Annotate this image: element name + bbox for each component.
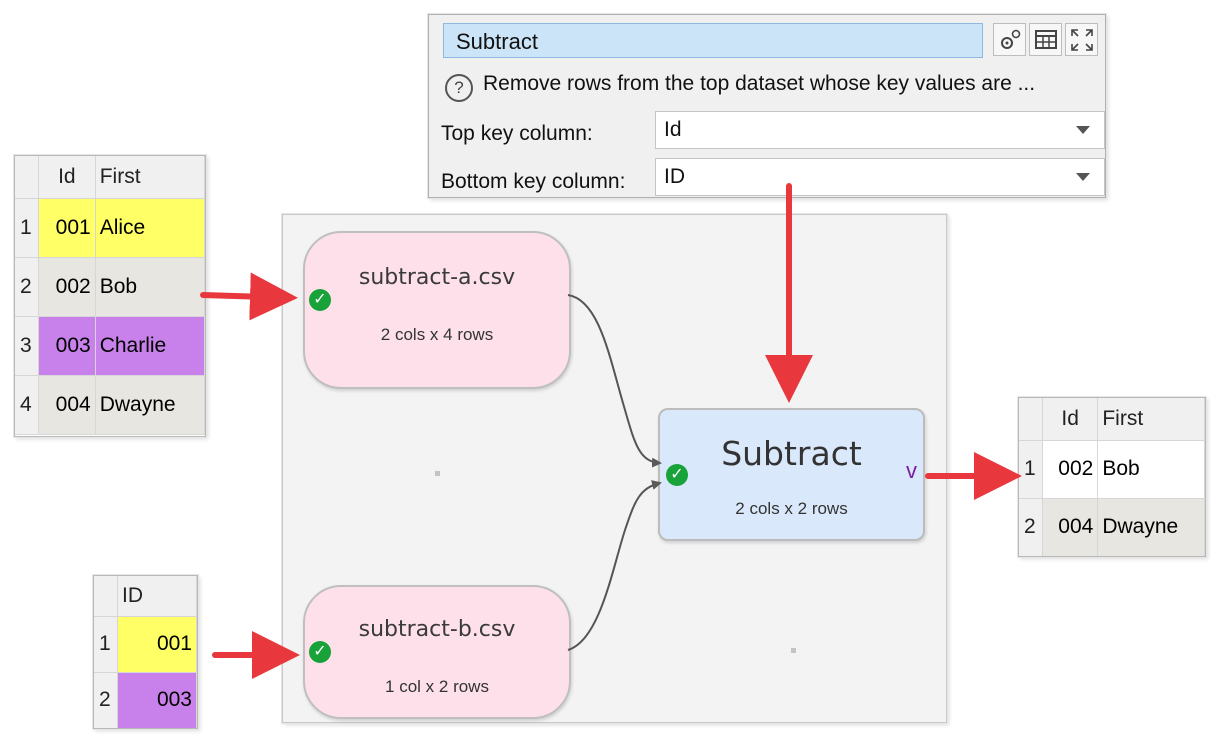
row-number-header (1019, 398, 1043, 441)
flow-canvas[interactable]: ✓ subtract-a.csv 2 cols x 4 rows ✓ subtr… (282, 214, 947, 723)
row-number: 2 (1019, 498, 1043, 556)
bottom-key-dropdown[interactable]: ID (655, 158, 1105, 196)
table-b-panel: ID 1 001 2 003 (93, 575, 198, 729)
cell-first: Dwayne (1097, 498, 1205, 556)
cell-id: 003 (117, 672, 197, 728)
connection-a-to-subtract (567, 294, 662, 468)
cell-id: 002 (38, 257, 96, 317)
row-number-header (94, 576, 118, 617)
table-a-panel: Id First 1 001 Alice 2 002 Bob 3 003 Cha… (14, 155, 206, 437)
cell-first: Dwayne (95, 375, 205, 435)
row-number: 4 (15, 375, 39, 435)
row-number: 2 (94, 672, 118, 728)
transform-description: Remove rows from the top dataset whose k… (483, 72, 1036, 95)
arrow-table-a-to-input-a (200, 272, 298, 321)
properties-panel: Subtract ? Remove rows from the top data… (428, 14, 1106, 198)
cell-id: 001 (117, 616, 197, 673)
cell-first: Charlie (95, 316, 205, 376)
node-title: subtract-b.csv (358, 617, 516, 642)
node-subtitle: 2 cols x 4 rows (380, 325, 494, 344)
column-header-first[interactable]: First (95, 156, 205, 199)
help-question-icon[interactable]: ? (445, 74, 473, 102)
top-key-label: Top key column: (441, 122, 593, 145)
check-circle-icon: ✓ (309, 641, 331, 663)
column-header-id[interactable]: Id (38, 156, 96, 199)
node-subtitle: 1 col x 2 rows (385, 677, 489, 696)
input-node-subtract-b[interactable]: ✓ subtract-b.csv 1 col x 2 rows (303, 585, 571, 719)
top-key-dropdown[interactable]: Id (655, 111, 1105, 149)
cell-id: 004 (38, 375, 96, 435)
canvas-grid-dot (791, 648, 796, 653)
transform-title: Subtract (721, 434, 862, 473)
expand-output-toggle[interactable]: v (906, 458, 917, 483)
cell-first: Alice (95, 198, 205, 258)
row-number: 1 (15, 198, 39, 258)
check-circle-icon: ✓ (666, 464, 688, 486)
cell-id: 001 (38, 198, 96, 258)
transform-subtitle: 2 cols x 2 rows (735, 499, 848, 518)
bottom-key-label: Bottom key column: (441, 170, 626, 193)
column-header-first[interactable]: First (1097, 398, 1205, 441)
settings-gear-icon[interactable] (993, 23, 1026, 56)
cell-id: 004 (1042, 498, 1099, 556)
maximize-icon[interactable] (1065, 23, 1098, 56)
table-view-icon[interactable] (1029, 23, 1062, 56)
cell-id: 002 (1042, 440, 1099, 499)
column-header-id[interactable]: Id (1042, 398, 1099, 441)
bottom-key-value: ID (664, 165, 685, 188)
node-title: subtract-a.csv (358, 265, 516, 290)
connection-b-to-subtract (567, 480, 662, 651)
cell-first: Bob (1097, 440, 1205, 499)
result-table-panel: Id First 1 002 Bob 2 004 Dwayne (1018, 397, 1206, 557)
check-circle-icon: ✓ (309, 289, 331, 311)
row-number: 1 (1019, 440, 1043, 499)
transform-node-subtract[interactable]: ✓ Subtract 2 cols x 2 rows v (658, 408, 925, 541)
top-key-value: Id (664, 118, 682, 141)
row-number: 1 (94, 616, 118, 673)
cell-first: Bob (95, 257, 205, 317)
chevron-down-icon (1076, 126, 1090, 134)
column-header-id[interactable]: ID (117, 576, 197, 617)
row-number-header (15, 156, 39, 199)
row-number: 3 (15, 316, 39, 376)
transform-name-field[interactable]: Subtract (443, 23, 983, 58)
cell-id: 003 (38, 316, 96, 376)
canvas-grid-dot (435, 471, 440, 476)
chevron-down-icon (1076, 173, 1090, 181)
row-number: 2 (15, 257, 39, 317)
input-node-subtract-a[interactable]: ✓ subtract-a.csv 2 cols x 4 rows (303, 231, 571, 389)
